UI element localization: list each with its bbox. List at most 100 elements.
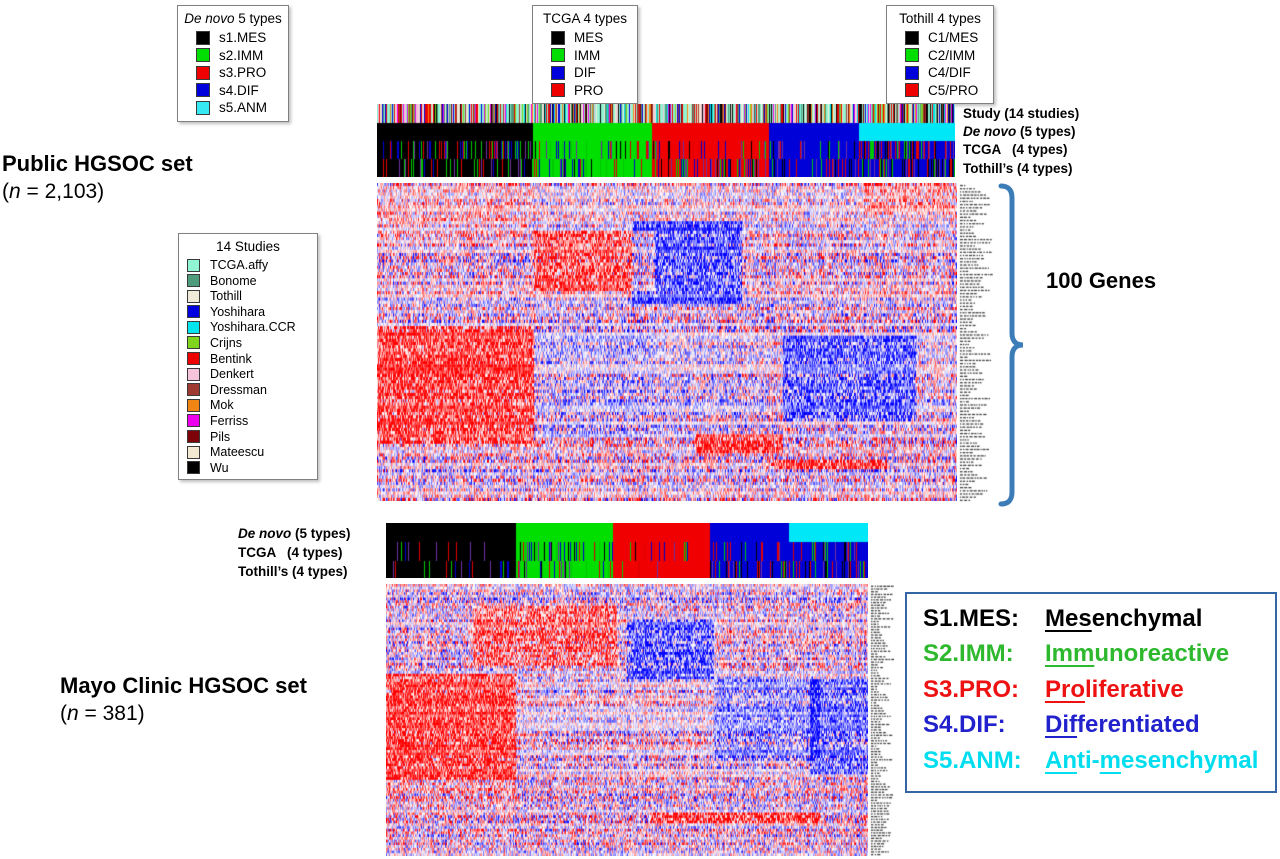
genes-bracket-icon	[998, 183, 1024, 507]
legend-swatch	[187, 258, 200, 272]
legend-swatch	[187, 445, 200, 459]
legend-swatch	[551, 30, 565, 45]
legend-item-label: s2.IMM	[219, 47, 264, 63]
legend-swatch	[196, 30, 210, 45]
subtype-key-name-segment: enchymal	[1091, 605, 1203, 632]
legend-item-label: Mateescu	[210, 445, 265, 460]
subtype-key-name-segment: unoreactive	[1094, 640, 1230, 668]
legend-swatch	[187, 398, 200, 412]
subtype-key-name-segment: Dif	[1045, 711, 1077, 739]
legend-item: Yoshihara	[187, 305, 311, 319]
public-annotation-labels: Study (14 studies)De novo (5 types)TCGA …	[963, 105, 1079, 178]
legend-tothill: Tothill 4 types C1/MES C2/IMM C4/DIF C5/PRO	[886, 5, 994, 104]
legend-item-label: C5/PRO	[928, 82, 979, 98]
legend-item: DIF	[551, 65, 631, 80]
legend-swatch	[196, 48, 210, 62]
legend-item: Dressman	[187, 383, 311, 397]
legend-swatch	[905, 65, 919, 80]
legend-tothill-items: C1/MES C2/IMM C4/DIF C5/PRO	[893, 30, 987, 98]
legend-item: IMM	[551, 48, 631, 63]
legend-swatch	[187, 414, 200, 428]
legend-item-label: C2/IMM	[928, 47, 976, 63]
legend-denovo-title-italic: De novo	[184, 11, 235, 26]
mayo-annotation-bars	[386, 523, 868, 578]
annotation-row-label: TCGA (4 types)	[238, 545, 343, 561]
public-annotation-bars	[377, 104, 955, 177]
genes-bracket-label: 100 Genes	[1046, 268, 1157, 293]
legend-item: C5/PRO	[905, 83, 987, 98]
annotation-row-label: Study (14 studies)	[963, 106, 1080, 121]
subtype-key-name-segment: esenchymal	[1121, 746, 1259, 774]
subtype-key-row: S2.IMM: Immunoreactive	[923, 636, 1275, 671]
legend-item-label: Yoshihara	[210, 304, 266, 319]
legend-item-label: Bentink	[210, 351, 252, 366]
legend-item-label: MES	[574, 30, 604, 45]
legend-item-label: Wu	[210, 460, 229, 475]
subtype-key-row: S4.DIF: Differentiated	[923, 707, 1275, 742]
legend-item-label: PRO	[574, 82, 604, 98]
mayo-set-title: Mayo Clinic HGSOC set	[60, 673, 307, 698]
annotation-row-label: Tothill’s (4 types)	[963, 160, 1073, 176]
legend-item: Yoshihara.CCR	[187, 320, 311, 334]
public-set-n: (n = 2,103)	[2, 180, 105, 203]
subtype-key-code: S5.ANM:	[923, 746, 1029, 774]
subtype-key-code: S3.PRO:	[923, 675, 1026, 703]
legend-swatch	[551, 48, 565, 62]
legend-item-label: TCGA.affy	[210, 258, 269, 272]
legend-item-label: Dressman	[210, 382, 267, 397]
subtype-key-row: S5.ANM: Anti-mesenchymal	[923, 743, 1275, 778]
subtype-key-name-segment: ferentiated	[1077, 711, 1200, 739]
legend-tcga: TCGA 4 types MES IMM DIF PRO	[532, 5, 638, 104]
legend-item: Pils	[187, 430, 311, 444]
legend-item-label: C4/DIF	[928, 65, 971, 80]
legend-tothill-title: Tothill 4 types	[899, 11, 981, 26]
public-set-title: Public HGSOC set	[2, 151, 193, 176]
subtype-key-code: S4.DIF:	[923, 711, 1013, 739]
legend-swatch	[187, 274, 200, 288]
mayo-set-n: (n = 381)	[60, 702, 145, 725]
legend-item: s5.ANM	[196, 100, 282, 115]
subtype-key-row: S3.PRO: Proliferative	[923, 672, 1275, 707]
legend-swatch	[187, 367, 200, 381]
public-gene-labels	[959, 184, 993, 502]
subtype-key-code: S1.MES:	[923, 605, 1026, 632]
legend-swatch	[187, 305, 200, 319]
legend-item-label: Crijns	[210, 335, 242, 350]
annotation-row-label: Tothill’s (4 types)	[238, 564, 348, 580]
legend-item: C4/DIF	[905, 65, 987, 80]
legend-item-label: C1/MES	[928, 30, 979, 45]
legend-item-label: Bonome	[210, 273, 257, 288]
legend-item-label: s3.PRO	[219, 65, 267, 80]
legend-item: C2/IMM	[905, 48, 987, 63]
legend-item-label: Ferriss	[210, 413, 249, 428]
public-heatmap	[377, 183, 957, 501]
legend-tcga-title: TCGA 4 types	[542, 11, 628, 26]
subtype-key-name-segment: An	[1045, 746, 1077, 774]
legend-swatch	[187, 383, 200, 397]
legend-item: TCGA.affy	[187, 258, 311, 272]
legend-swatch	[196, 83, 210, 97]
annotation-row-label: De novo (5 types)	[963, 124, 1076, 140]
legend-swatch	[551, 65, 565, 80]
subtype-key-name-segment: Mes	[1045, 605, 1092, 632]
legend-swatch	[905, 83, 919, 97]
legend-item: C1/MES	[905, 30, 987, 45]
legend-item: PRO	[551, 83, 631, 98]
mayo-heatmap	[386, 584, 868, 856]
mayo-annotation-labels: De novo (5 types) TCGA (4 types) Tothill’s…	[238, 524, 351, 582]
legend-item: Wu	[187, 461, 311, 475]
legend-item: Crijns	[187, 336, 311, 350]
legend-item-label: s5.ANM	[219, 100, 268, 115]
legend-item-label: DIF	[574, 65, 596, 80]
legend-item: s4.DIF	[196, 83, 282, 98]
mayo-gene-labels	[870, 585, 894, 856]
legend-denovo-title: De novo 5 types	[184, 11, 282, 26]
annotation-row-label: De novo (5 types)	[238, 526, 351, 541]
legend-swatch	[187, 320, 200, 334]
subtype-key-name-segment: m	[1099, 746, 1121, 774]
